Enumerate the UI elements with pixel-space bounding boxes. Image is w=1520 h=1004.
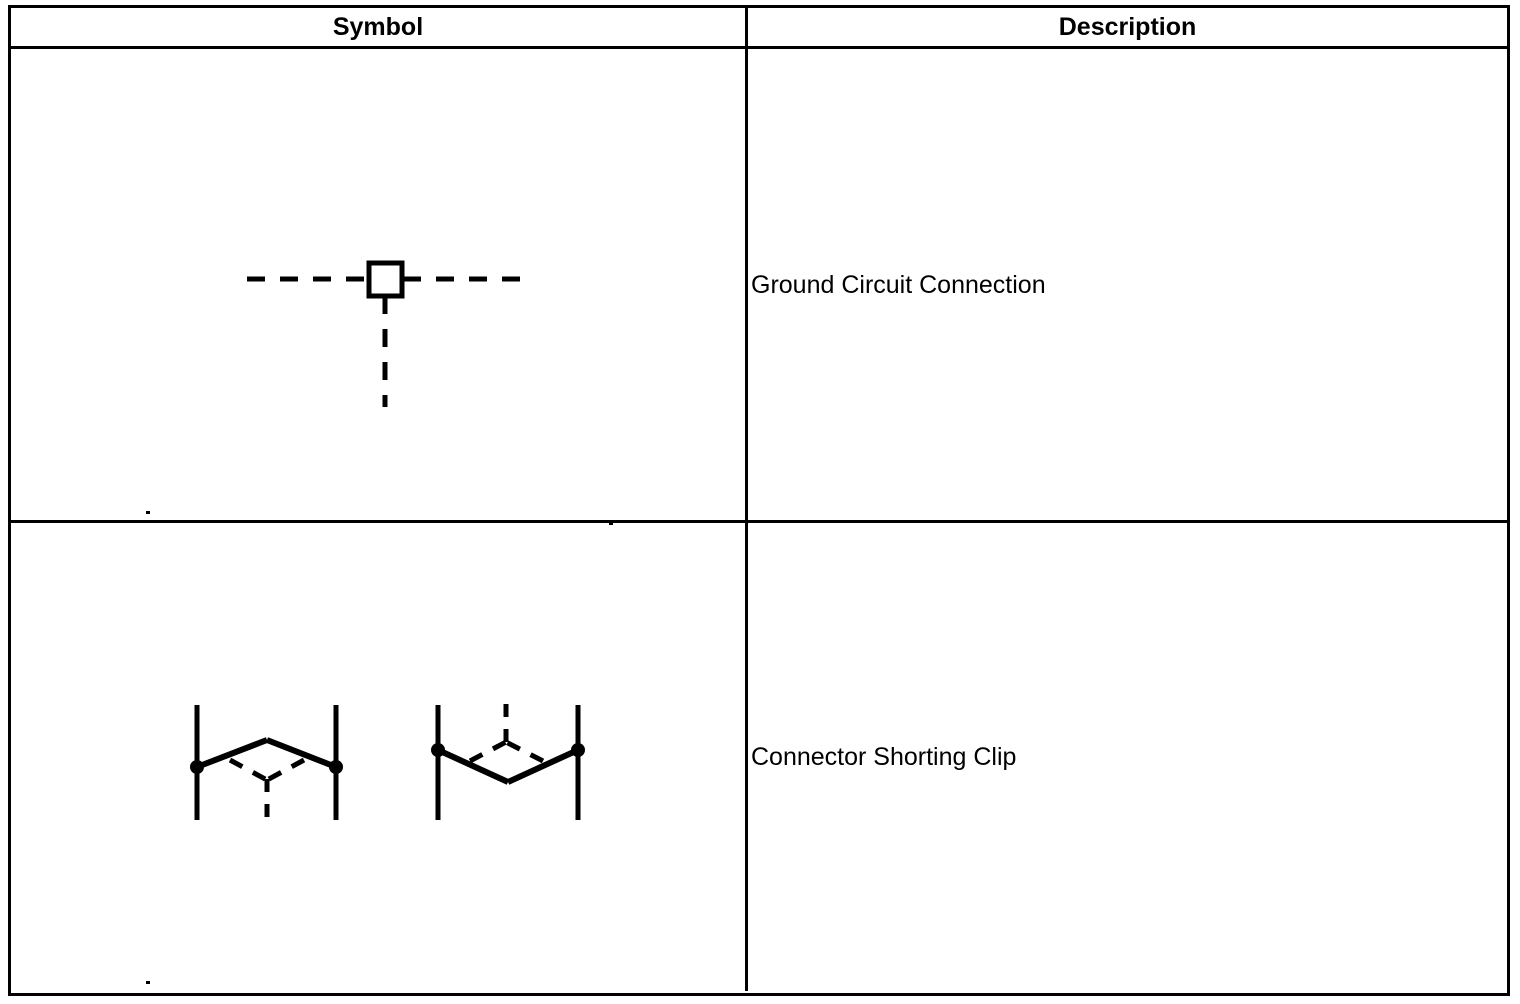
clip-right-dashed-arm-2 bbox=[504, 739, 545, 764]
clip-left-contact-arm-1 bbox=[195, 737, 269, 770]
scan-speck-2 bbox=[609, 522, 613, 525]
description-cell-ground: Ground Circuit Connection bbox=[748, 49, 1507, 520]
clip-right-junction-dot-2 bbox=[571, 743, 585, 757]
column-header-symbol: Symbol bbox=[332, 12, 424, 41]
clip-right-junction-dot-1 bbox=[431, 743, 445, 757]
table-row: Ground Circuit Connection bbox=[11, 49, 1507, 525]
clip-right-contact-arm-1 bbox=[436, 747, 510, 785]
connector-shorting-clip-right bbox=[431, 703, 585, 820]
connector-shorting-clip-symbol bbox=[11, 523, 745, 991]
symbol-legend-table: Symbol Description bbox=[8, 5, 1510, 996]
clip-left-dashed-arm-1 bbox=[228, 757, 269, 783]
table-header-row: Symbol Description bbox=[11, 8, 1507, 49]
clip-left-dashed-arm-2 bbox=[265, 757, 306, 783]
header-cell-symbol: Symbol bbox=[11, 8, 748, 46]
symbol-cell-shorting-clip bbox=[11, 523, 748, 991]
scan-speck-3 bbox=[146, 981, 150, 984]
table-row: Connector Shorting Clip bbox=[11, 523, 1507, 991]
scan-speck-1 bbox=[146, 511, 150, 514]
connector-shorting-clip-left bbox=[190, 705, 343, 821]
clip-left-junction-dot-1 bbox=[190, 760, 204, 774]
clip-right-contact-arm-2 bbox=[506, 747, 580, 785]
clip-left-junction-dot-2 bbox=[329, 760, 343, 774]
column-header-description: Description bbox=[1058, 12, 1197, 41]
ground-circuit-connection-symbol bbox=[11, 49, 745, 525]
header-cell-description: Description bbox=[748, 8, 1507, 46]
connector-shorting-clip-drawing bbox=[190, 703, 585, 821]
clip-left-contact-arm-2 bbox=[265, 737, 338, 770]
description-connector-shorting-clip: Connector Shorting Clip bbox=[751, 743, 1017, 771]
ground-terminal-box bbox=[366, 260, 405, 299]
clip-right-dashed-arm-1 bbox=[468, 739, 508, 764]
description-ground-circuit-connection: Ground Circuit Connection bbox=[751, 270, 1046, 299]
symbol-cell-ground bbox=[11, 49, 748, 525]
description-cell-shorting-clip: Connector Shorting Clip bbox=[748, 523, 1507, 991]
ground-circuit-connection-drawing bbox=[247, 260, 523, 407]
